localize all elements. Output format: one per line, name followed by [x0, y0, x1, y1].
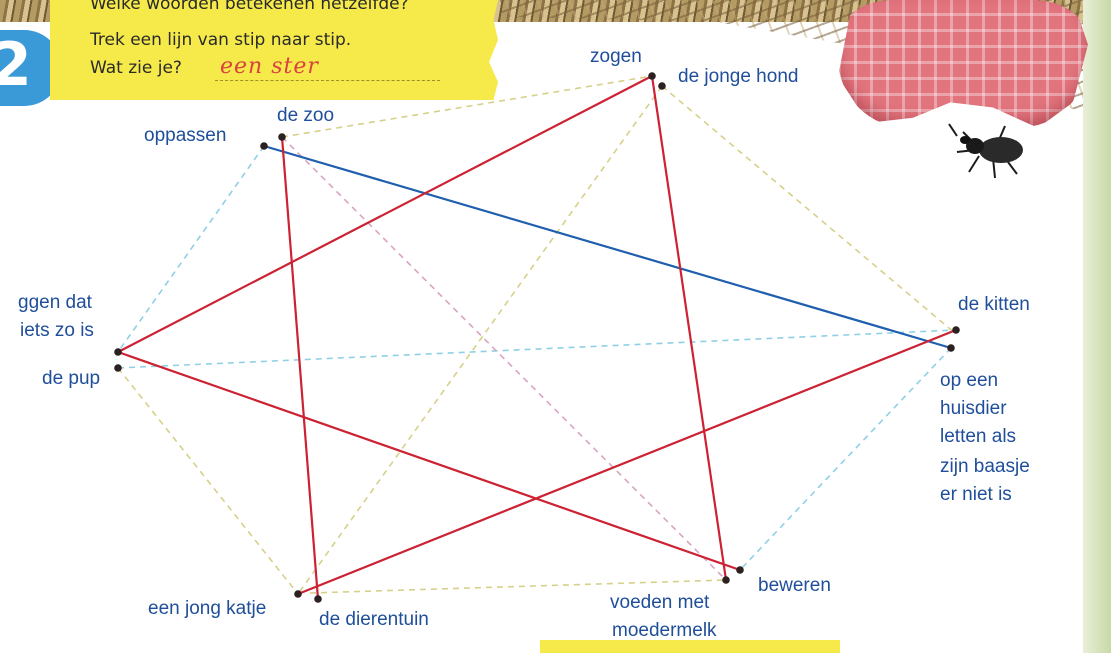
- dot-de-jonge-hond: [658, 82, 666, 90]
- word-de-pup: de pup: [42, 366, 100, 391]
- word-voeden-met: voeden met: [610, 590, 709, 615]
- word-op-een-huisdier-line3: letten als: [940, 424, 1016, 449]
- dot-oppassen: [260, 142, 268, 150]
- dot-de-kitten: [952, 326, 960, 334]
- guide-line: [662, 86, 956, 334]
- dot-de-pup: [114, 364, 122, 372]
- word-zeggen-dat-iets-zo-is-line1: ggen dat: [18, 290, 92, 315]
- word-de-zoo: de zoo: [277, 103, 334, 128]
- dot-de-dierentuin: [314, 595, 322, 603]
- word-de-dierentuin: de dierentuin: [319, 607, 429, 632]
- dot-de-zoo: [278, 133, 286, 141]
- guide-line: [118, 368, 298, 594]
- guide-line: [118, 146, 264, 352]
- answer-line: [118, 352, 740, 570]
- guide-line: [282, 76, 652, 137]
- answer-line: [264, 146, 951, 348]
- answer-line: [298, 330, 956, 594]
- dot-zogen: [648, 72, 656, 80]
- word-beweren: beweren: [758, 573, 831, 598]
- word-zeggen-dat-iets-zo-is-line2: iets zo is: [20, 318, 94, 343]
- dot-zeggen: [114, 348, 122, 356]
- answer-line: [652, 76, 726, 580]
- guide-line: [740, 348, 951, 570]
- dot-beweren: [736, 566, 744, 574]
- word-de-kitten: de kitten: [958, 292, 1030, 317]
- yellow-tab: [540, 640, 840, 653]
- guide-line: [118, 330, 956, 368]
- guide-line: [298, 86, 662, 594]
- guide-line: [282, 137, 726, 580]
- word-op-een-huisdier-line1: op een: [940, 368, 998, 393]
- answer-line: [118, 76, 652, 352]
- word-op-een-huisdier-line2: huisdier: [940, 396, 1007, 421]
- word-op-een-huisdier-line5: er niet is: [940, 482, 1012, 507]
- dot-een-jong-katje: [294, 590, 302, 598]
- word-de-jonge-hond: de jonge hond: [678, 64, 798, 89]
- word-oppassen: oppassen: [144, 123, 226, 148]
- word-zogen: zogen: [590, 44, 642, 69]
- word-op-een-huisdier-line4: zijn baasje: [940, 454, 1030, 479]
- word-een-jong-katje: een jong katje: [148, 596, 266, 621]
- answer-line: [282, 137, 318, 599]
- dot-voeden-met-moedermelk: [722, 576, 730, 584]
- dot-op-een-huisdier: [947, 344, 955, 352]
